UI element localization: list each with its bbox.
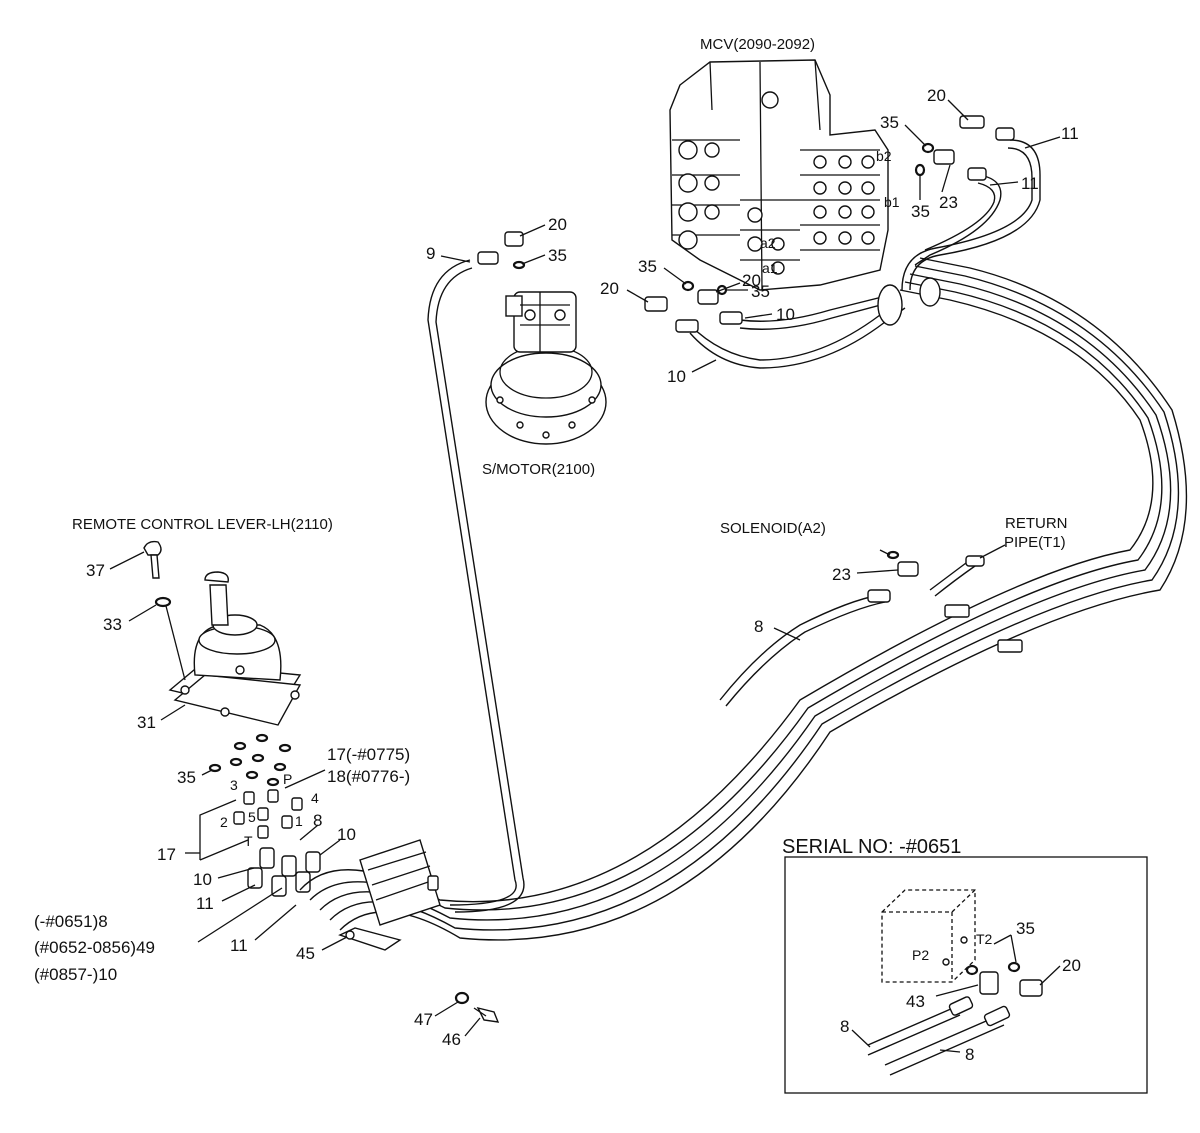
lever-port-orings: [208, 733, 292, 787]
callout-23-b1: 23: [939, 193, 958, 212]
port-a1: a1: [762, 260, 778, 276]
callout-9: 9: [426, 244, 435, 263]
inset-port-t2: T2: [976, 931, 993, 947]
callout-17-top: 17(-#0775): [327, 745, 410, 764]
port-5: 5: [248, 809, 256, 825]
callout-leaders: [109, 99, 1061, 1037]
label-solenoid: SOLENOID(A2): [720, 520, 826, 537]
callout-8-lever: 8: [313, 811, 322, 830]
label-mcv: MCV(2090-2092): [700, 36, 815, 53]
callout-45: 45: [296, 944, 315, 963]
inset-callout-8-left: 8: [840, 1017, 849, 1036]
callout-18: 18(#0776-): [327, 767, 410, 786]
callout-33: 33: [103, 615, 122, 634]
port-a2: a2: [760, 235, 776, 251]
callout-20-a1b: 20: [742, 271, 761, 290]
inset-callout-43: 43: [906, 992, 925, 1011]
remote-control-lever-drawing: [143, 540, 302, 726]
serial-inset: SERIAL NO: -#0651 T2 P2 35 20 43 8 8: [782, 836, 1148, 1094]
callout-35-top: 35: [880, 113, 899, 132]
callout-11-top: 11: [1061, 124, 1079, 143]
label-swing-motor: S/MOTOR(2100): [482, 461, 595, 478]
inset-title: SERIAL NO: -#0651: [782, 836, 961, 858]
callout-8-main: 8: [754, 617, 763, 636]
callout-35-a2: 35: [638, 257, 657, 276]
hose-end-fittings: [477, 115, 1023, 653]
callout-11-mid: 11: [1021, 174, 1039, 193]
callout-31: 31: [137, 713, 156, 732]
port-b2: b2: [876, 148, 892, 164]
inset-callout-8-right: 8: [965, 1045, 974, 1064]
hose-clamp: [877, 277, 941, 326]
callout-35-motor: 35: [548, 246, 567, 265]
label-return-pipe-1: RETURN: [1005, 515, 1068, 532]
callout-10-mid: 10: [776, 305, 795, 324]
callout-46: 46: [442, 1030, 461, 1049]
callout-37: 37: [86, 561, 105, 580]
callout-11-bottom: 11: [230, 936, 248, 955]
port-1: 1: [295, 813, 303, 829]
port-4: 4: [311, 790, 319, 806]
callout-10-left: 10: [193, 870, 212, 889]
label-remote-control-lever: REMOTE CONTROL LEVER-LH(2110): [72, 516, 333, 533]
callout-20-motor: 20: [548, 215, 567, 234]
callout-35-a1: 35: [751, 282, 770, 301]
callout-23-solenoid: 23: [832, 565, 851, 584]
port-2: 2: [220, 814, 228, 830]
callout-serial-49: (#0652-0856)49: [34, 938, 155, 957]
callout-10-lever: 10: [337, 825, 356, 844]
port-p: P: [283, 771, 292, 787]
lever-port-connectors: [233, 789, 303, 839]
callout-20-a1: 20: [600, 279, 619, 298]
mcv-valve-drawing: [669, 59, 889, 291]
callout-35-lever: 35: [177, 768, 196, 787]
callout-47: 47: [414, 1010, 433, 1029]
hose-bundle: [299, 139, 1188, 941]
bolt-and-washer: [454, 991, 500, 1023]
inset-callout-35: 35: [1016, 919, 1035, 938]
lever-hose-fittings: [247, 847, 321, 897]
port-b1: b1: [884, 194, 900, 210]
inset-callout-20: 20: [1062, 956, 1081, 975]
callout-serial-8: (-#0651)8: [34, 912, 108, 931]
label-return-pipe-2: PIPE(T1): [1004, 534, 1066, 551]
callout-20-top: 20: [927, 86, 946, 105]
swing-motor-drawing: [485, 291, 607, 445]
bracket-clamp: [338, 839, 441, 951]
callout-11-left: 11: [196, 894, 214, 913]
callout-serial-10: (#0857-)10: [34, 965, 117, 984]
port-3: 3: [230, 777, 238, 793]
callout-10-low: 10: [667, 367, 686, 386]
port-t: T: [244, 833, 253, 849]
inset-port-p2: P2: [912, 947, 929, 963]
callout-17-left: 17: [157, 845, 176, 864]
callout-35-b1: 35: [911, 202, 930, 221]
